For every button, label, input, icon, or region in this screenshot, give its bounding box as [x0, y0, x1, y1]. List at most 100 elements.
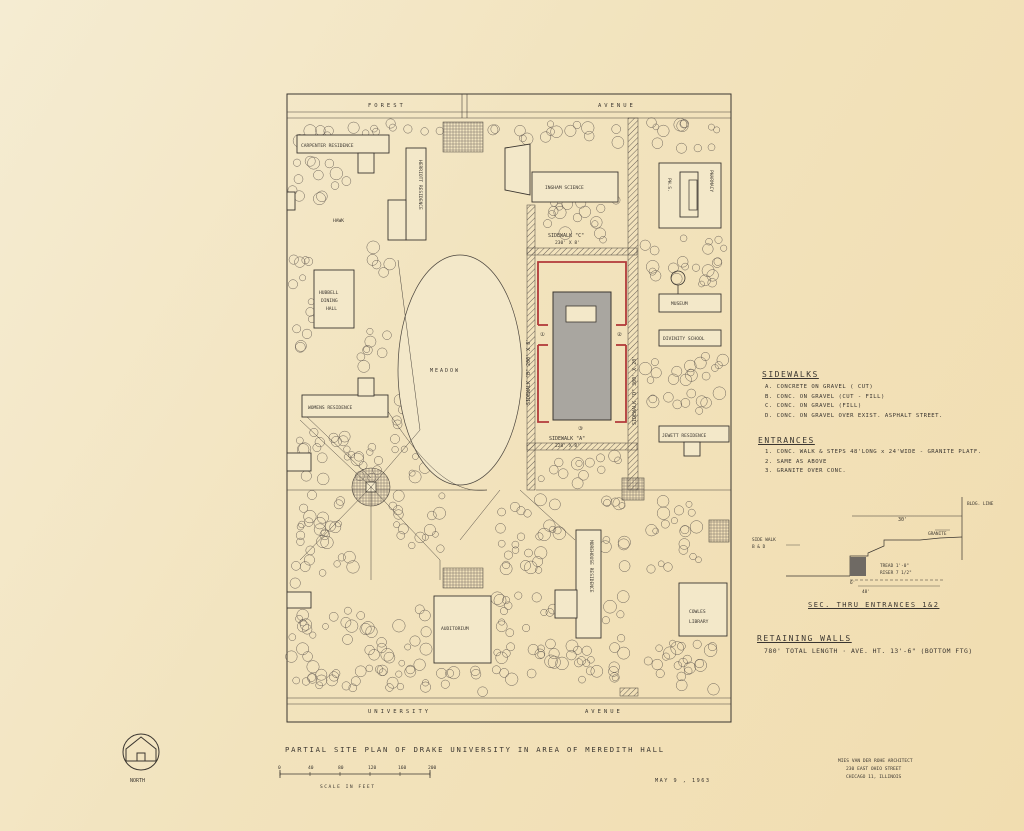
tree	[663, 646, 677, 660]
tree	[293, 190, 305, 202]
tree	[364, 644, 375, 656]
tree	[713, 257, 722, 266]
tree	[520, 560, 531, 571]
tree	[493, 593, 507, 607]
tree	[376, 637, 387, 648]
tree	[329, 166, 343, 181]
tree	[505, 628, 515, 637]
tree	[435, 126, 444, 135]
tree	[500, 607, 508, 615]
tree	[707, 278, 717, 288]
tree	[393, 509, 404, 520]
tree	[617, 535, 631, 549]
tree	[549, 498, 561, 511]
section-bldg-line: BLDG. LINE	[967, 501, 994, 507]
tree	[655, 669, 665, 678]
tree	[354, 665, 367, 678]
tree	[511, 546, 520, 554]
tree	[414, 531, 426, 544]
tree	[341, 681, 351, 691]
tree	[572, 213, 583, 223]
tree	[646, 117, 657, 128]
tree	[347, 451, 356, 459]
tree	[392, 419, 403, 430]
tree	[375, 665, 384, 674]
tree	[353, 451, 364, 462]
tree	[393, 521, 400, 529]
tree	[285, 650, 298, 663]
tree	[596, 453, 605, 463]
tree	[502, 649, 511, 658]
tree	[670, 517, 678, 525]
tree	[326, 674, 338, 687]
tree	[337, 553, 346, 562]
tree	[639, 239, 651, 251]
tree	[681, 262, 689, 271]
tree	[405, 664, 415, 675]
tree	[367, 443, 377, 452]
tree	[703, 643, 718, 657]
label-library-1: COWLES	[689, 609, 706, 615]
tree	[676, 142, 687, 154]
tree	[333, 560, 341, 568]
tree	[391, 446, 399, 454]
section-title: SEC. THRU ENTRANCES 1&2	[808, 601, 940, 609]
tree	[420, 127, 429, 136]
tree	[362, 345, 373, 356]
entrance-mark-2: ②	[617, 331, 622, 338]
tree	[386, 676, 399, 689]
section-dim-6: 6'	[850, 580, 855, 586]
tree	[587, 656, 595, 664]
tree	[708, 123, 715, 131]
tree	[692, 263, 700, 272]
tree	[292, 676, 300, 685]
tree	[374, 456, 383, 465]
tree	[504, 601, 513, 610]
tree	[547, 120, 554, 128]
tree	[503, 550, 513, 560]
tree	[707, 642, 717, 652]
tree	[689, 552, 697, 561]
tree	[495, 523, 506, 534]
tree	[686, 368, 695, 377]
tree	[617, 538, 630, 551]
tree	[301, 677, 311, 686]
tree	[553, 206, 567, 219]
tree	[412, 453, 419, 460]
tree	[393, 505, 403, 516]
scale-tick-label: 80	[338, 765, 344, 771]
tree	[673, 661, 683, 670]
tree	[694, 658, 704, 669]
tree	[684, 359, 697, 373]
tree	[564, 124, 577, 137]
tree	[611, 136, 625, 149]
tree	[516, 532, 526, 541]
tree	[614, 456, 622, 464]
tree	[714, 361, 723, 370]
plaza-grid-bottom	[442, 567, 484, 589]
tree	[685, 369, 698, 382]
entrance-note-1: 1. CONC. WALK & STEPS 48'LONG x 24'WIDE …	[765, 449, 982, 455]
section-riser: RISER 7 1/2"	[880, 570, 912, 576]
tree	[289, 577, 301, 589]
tree	[495, 620, 508, 633]
tree	[436, 667, 447, 679]
tree	[516, 506, 526, 516]
tree	[611, 124, 621, 134]
tree	[420, 626, 432, 638]
sidewalk-note-d: D. CONC. ON GRAVEL OVER EXIST. ASPHALT S…	[765, 412, 943, 419]
tree	[293, 158, 301, 167]
label-sidewalk-a: SIDEWALK "A"	[549, 436, 585, 442]
plan-border	[286, 93, 732, 723]
tree	[337, 435, 349, 447]
tree	[403, 124, 413, 134]
tree	[582, 659, 591, 667]
entrance-mark-3: ③	[578, 425, 583, 432]
north-arrow-icon	[122, 733, 160, 771]
tree	[295, 342, 306, 353]
tree	[305, 307, 315, 317]
label-womens: WOMENS RESIDENCE	[308, 405, 352, 411]
tree	[683, 661, 696, 674]
tree	[447, 666, 461, 680]
tree	[531, 592, 542, 603]
